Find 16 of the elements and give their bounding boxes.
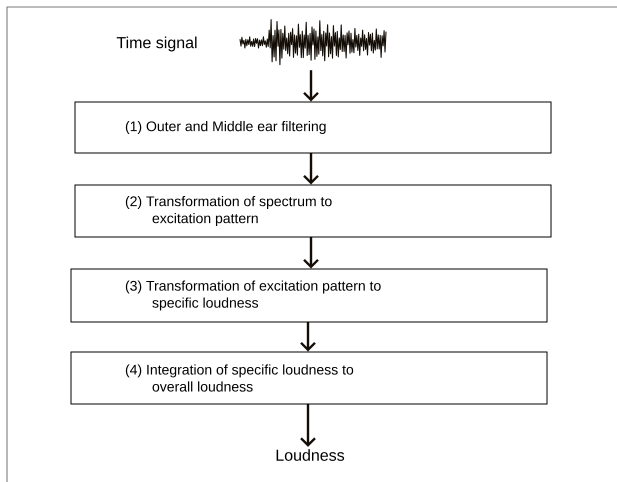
arrow xyxy=(300,404,316,447)
process-box xyxy=(70,352,548,404)
arrow xyxy=(303,238,319,268)
step-text: (4) Integration of specific loudness to overall loudness xyxy=(126,364,354,392)
waveform-drawing xyxy=(240,19,387,66)
arrow xyxy=(300,322,316,352)
step-text: (1) Outer and Middle ear filtering xyxy=(126,120,326,134)
step-text: (3) Transformation of excitation pattern to specific loudness xyxy=(126,280,381,311)
process-box xyxy=(74,102,552,154)
output-label: Loudness xyxy=(276,449,344,461)
step-text: (2) Transformation of spectrum to excitation pattern xyxy=(126,196,332,226)
signal-label: Time signal xyxy=(116,36,196,52)
process-box xyxy=(74,184,552,238)
arrow xyxy=(303,70,319,102)
process-box xyxy=(70,268,548,322)
arrow xyxy=(303,154,319,184)
